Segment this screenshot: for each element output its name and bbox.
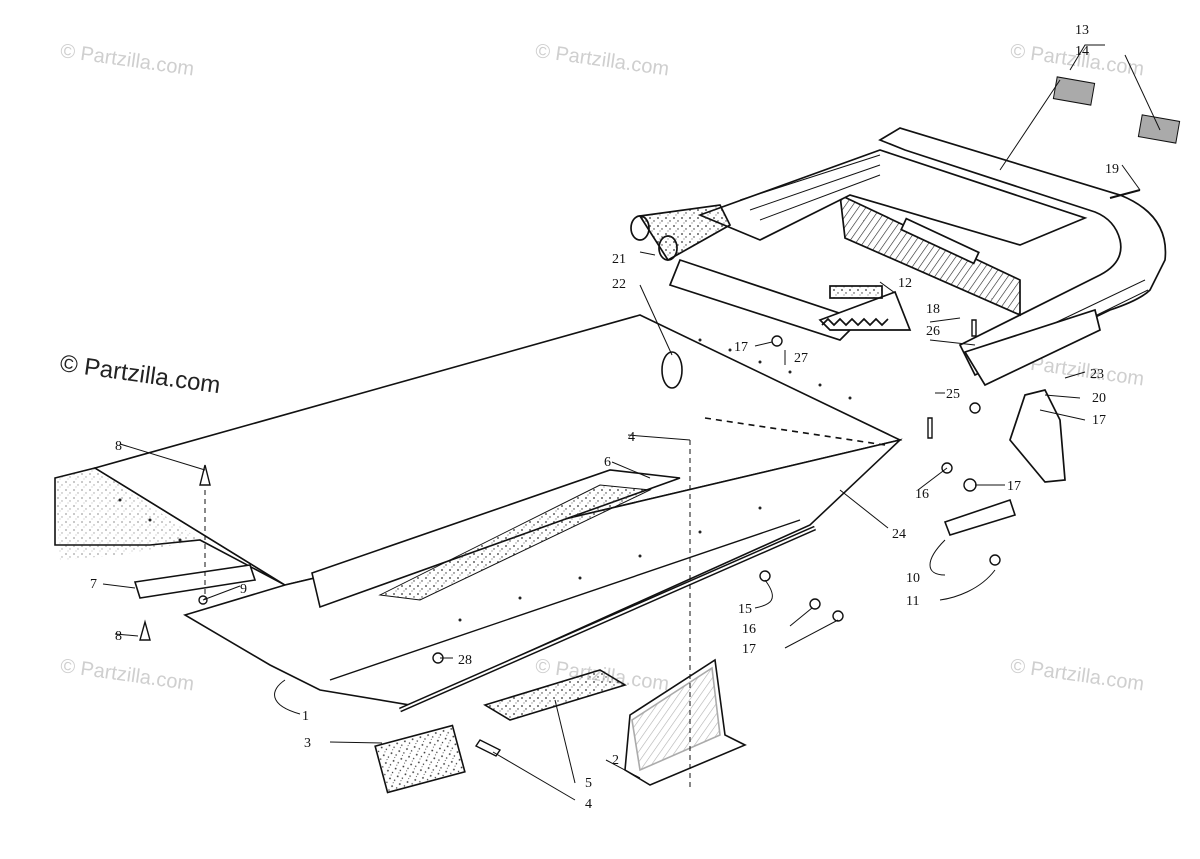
callout-7: 7 <box>90 577 97 592</box>
part-22-bumper <box>661 351 683 389</box>
callout-6: 6 <box>604 455 611 470</box>
callout-1: 1 <box>302 709 309 724</box>
callout-25: 25 <box>946 387 960 402</box>
part-10-plate <box>943 498 1017 536</box>
tunnel-panel <box>54 314 903 713</box>
part-7-bar <box>133 564 257 599</box>
callout-15: 15 <box>738 602 752 617</box>
callout-5: 5 <box>585 776 592 791</box>
callout-14: 14 <box>1075 44 1089 59</box>
callout-16a: 16 <box>915 487 929 502</box>
callout-8a: 8 <box>115 439 122 454</box>
callout-4a: 4 <box>628 430 635 445</box>
callout-18: 18 <box>926 302 940 317</box>
callout-24: 24 <box>892 527 906 542</box>
callout-23: 23 <box>1090 367 1104 382</box>
callout-13: 13 <box>1075 23 1089 38</box>
callout-8b: 8 <box>115 629 122 644</box>
callout-17c: 17 <box>1007 479 1021 494</box>
callout-19: 19 <box>1105 162 1119 177</box>
callout-4b: 4 <box>585 797 592 812</box>
rear-bumper-assembly <box>630 127 1167 483</box>
callout-2: 2 <box>612 753 619 768</box>
callout-22: 22 <box>612 277 626 292</box>
callout-27: 27 <box>794 351 808 366</box>
callout-10: 10 <box>906 571 920 586</box>
part-3-pad <box>374 724 466 794</box>
callout-21: 21 <box>612 252 626 267</box>
callout-17b: 17 <box>1092 413 1106 428</box>
hardware <box>139 189 1141 757</box>
callout-numbers: 1 2 3 4 4 5 6 7 8 8 9 10 11 12 13 14 15 … <box>90 23 1119 812</box>
callout-16b: 16 <box>742 622 756 637</box>
callout-17a: 17 <box>734 340 748 355</box>
leader-lines <box>102 44 1161 801</box>
callout-20: 20 <box>1092 391 1106 406</box>
rivet-dots <box>118 338 852 622</box>
part-5-pad <box>483 669 627 721</box>
callout-12: 12 <box>898 276 912 291</box>
callout-26: 26 <box>926 324 940 339</box>
callout-28: 28 <box>458 653 472 668</box>
callout-9: 9 <box>240 582 247 597</box>
part-2-bracket <box>624 658 747 786</box>
callout-17d: 17 <box>742 642 756 657</box>
callout-3: 3 <box>304 736 311 751</box>
callout-11: 11 <box>906 594 919 609</box>
